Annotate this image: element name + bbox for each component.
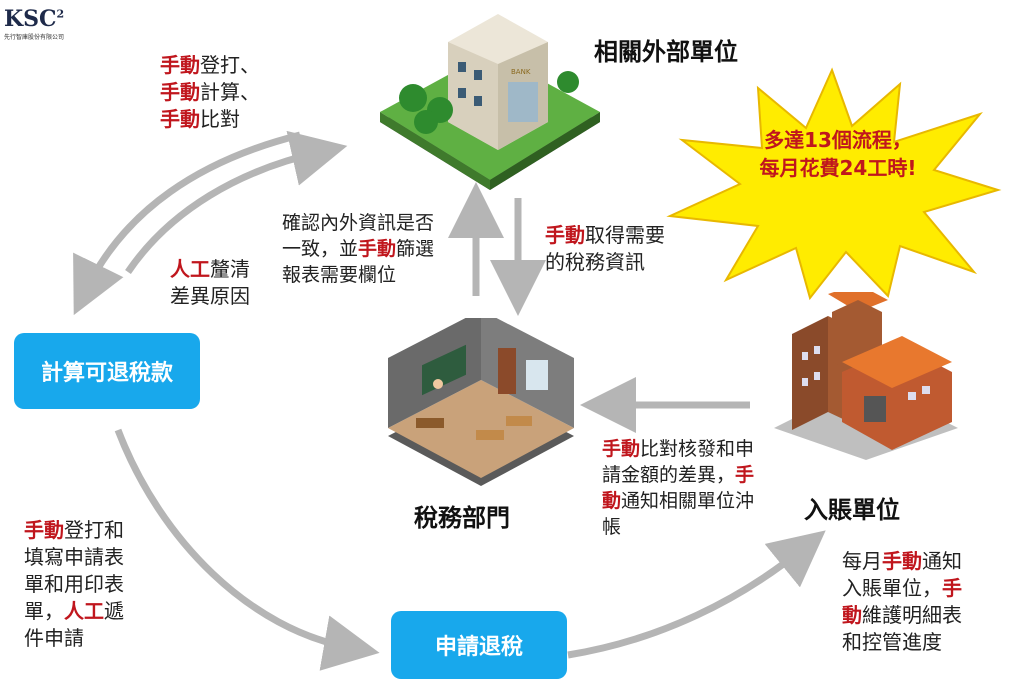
logo-name: KSC [4,6,57,32]
note-compare-rest1: 比對核發和申 [640,438,755,460]
note-confirm-line3: 報表需要欄位 [282,264,397,286]
note-fill-apply: 手動登打和 填寫申請表 單和用印表 單，人工遞 件申請 [24,517,124,652]
note-compare: 手動比對核發和申 請金額的差異，手 動通知相關單位沖 帳 [602,436,754,540]
note-monthly-line3: 維護明細表 [862,603,962,627]
note-compare-red2b: 動 [602,490,622,512]
note-tl-red-2: 手動 [160,80,200,104]
note-manual-entry: 手動登打、 手動計算、 手動比對 [160,52,260,133]
note-compare-line2a: 請金額的差異， [602,464,736,486]
note-compare-line3: 通知相關單位沖 [621,490,755,512]
burst-line-2: 每月花費24工時! [759,156,917,180]
tax-dept-illustration [388,318,574,486]
logo-subtitle: 先行智庫股份有限公司 [4,34,65,41]
burst-line-1: 多達13個流程， [764,128,912,152]
calc-refund-box: 計算可退稅款 [14,333,200,409]
arrow-calc-to-apply [114,428,380,671]
note-tl-red-3: 手動 [160,107,200,131]
note-monthly-line2a: 入賬單位， [842,576,942,600]
note-fill-rest1: 登打和 [64,518,124,542]
note-monthly-line4: 和控管進度 [842,630,942,654]
note-fill-line4a: 單， [24,599,64,623]
bank-building-illustration: BANK [380,14,600,190]
note-obtain: 手動取得需要 的稅務資訊 [545,222,665,276]
note-obtain-rest: 取得需要 [585,223,665,247]
apply-refund-box: 申請退稅 [391,611,567,679]
note-compare-line4: 帳 [602,516,622,538]
note-tl-rest-2: 計算、 [200,80,260,104]
note-obtain-line2: 的稅務資訊 [545,250,645,274]
note-monthly: 每月手動通知 入賬單位，手 動維護明細表 和控管進度 [842,548,962,656]
arrow-to-calc [73,131,301,316]
note-confirm-line1: 確認內外資訊是否 [282,212,435,234]
burst-callout: 多達13個流程， 每月花費24工時! [742,126,934,182]
posting-unit-label: 入賬單位 [804,496,900,524]
factory-illustration [774,292,958,460]
note-clarify-rest: 釐清 [210,257,250,281]
note-fill-line3: 單和用印表 [24,572,124,596]
note-fill-red1: 手動 [24,518,64,542]
note-confirm-red: 手動 [358,238,397,260]
note-confirm-line2a: 一致，並 [282,238,359,260]
note-monthly-red2a: 手 [942,576,962,600]
logo-superscript: 2 [56,7,65,21]
arrow-apply-to-posting [567,530,826,659]
external-unit-label: 相關外部單位 [594,38,738,66]
note-confirm-line2b: 篩選 [396,238,435,260]
note-clarify: 人工釐清 差異原因 [170,256,250,310]
note-fill-line5: 件申請 [24,626,84,650]
company-logo: KSC2 先行智庫股份有限公司 [4,6,64,41]
note-fill-line4b: 遞 [104,599,124,623]
note-clarify-red: 人工 [170,257,210,281]
arrow-to-external [125,130,348,274]
note-monthly-red2b: 動 [842,603,862,627]
note-tl-red-1: 手動 [160,53,200,77]
note-compare-red2a: 手 [735,464,755,486]
note-monthly-red1: 手動 [882,549,922,573]
note-tl-rest-1: 登打、 [200,53,260,77]
bank-sign: BANK [511,68,531,76]
note-obtain-red: 手動 [545,223,585,247]
note-compare-red1: 手動 [602,438,641,460]
note-monthly-line1b: 通知 [922,549,962,573]
note-tl-rest-3: 比對 [200,107,240,131]
note-confirm: 確認內外資訊是否 一致，並手動篩選 報表需要欄位 [282,210,434,288]
tax-dept-label: 稅務部門 [414,504,510,532]
note-clarify-line2: 差異原因 [170,284,250,308]
note-fill-red2: 人工 [64,599,104,623]
note-monthly-line1a: 每月 [842,549,882,573]
note-fill-line2: 填寫申請表 [24,545,124,569]
burst-shape [666,67,1002,301]
